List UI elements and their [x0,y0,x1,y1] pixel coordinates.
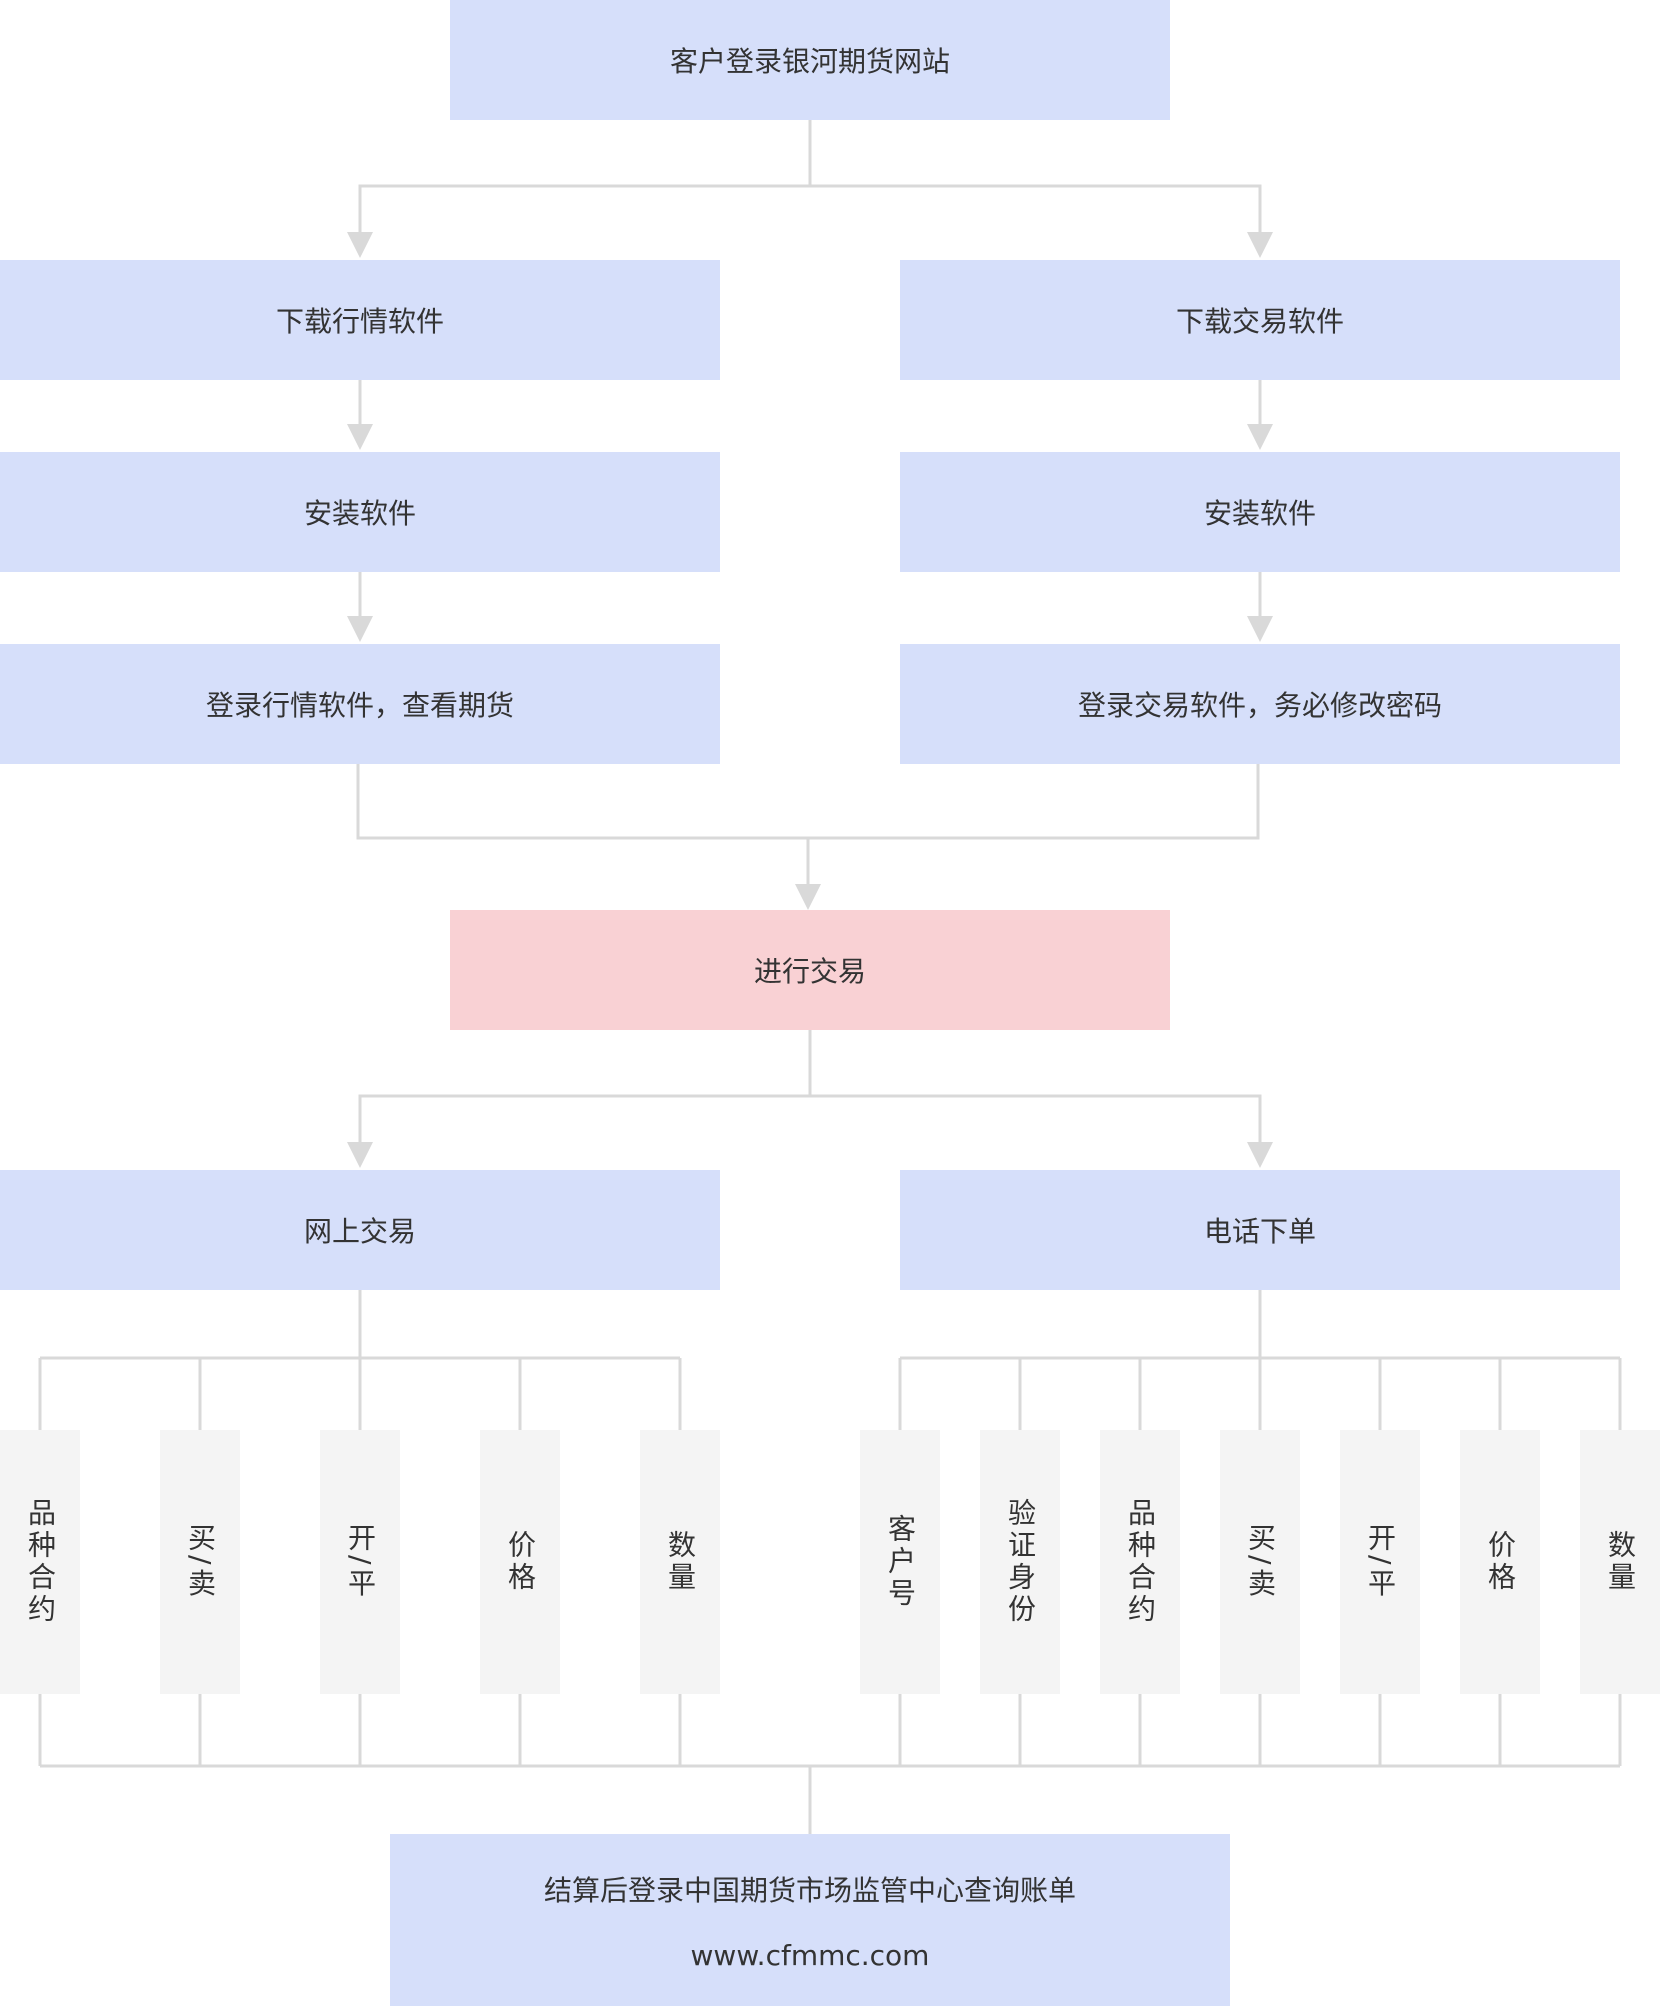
node-download-trade-label: 下载交易软件 [1175,305,1344,338]
phone-item: 客户号 [860,1430,940,1694]
phone-item: 买/卖 [1220,1430,1300,1694]
phone-item-label: 数量 [1604,1530,1637,1594]
node-install-trade-label: 安装软件 [1203,497,1316,530]
phone-item: 数量 [1580,1430,1660,1694]
node-online-trade-label: 网上交易 [303,1215,416,1248]
connector-top-split-right [810,184,1262,232]
node-trade: 进行交易 [450,910,1170,1030]
node-final-url: www.cfmmc.com [690,1938,930,1972]
connector-trade-split-right [810,1094,1262,1142]
phone-item-label: 开/平 [1364,1523,1397,1601]
online-item: 开/平 [320,1430,400,1694]
online-item: 价格 [480,1430,560,1694]
online-item: 数量 [640,1430,720,1694]
node-login-market-label: 登录行情软件，查看期货 [205,689,514,722]
node-login-site-label: 客户登录银河期货网站 [669,45,950,78]
node-login-market: 登录行情软件，查看期货 [0,644,720,764]
connector-trade-split [358,1030,812,1142]
online-item-label: 品种合约 [24,1498,57,1626]
node-trade-label: 进行交易 [753,955,866,988]
phone-item-label: 买/卖 [1244,1523,1277,1601]
node-download-trade: 下载交易软件 [900,260,1620,380]
phone-item-label: 客户号 [884,1514,917,1610]
node-download-market: 下载行情软件 [0,260,720,380]
online-item-label: 买/卖 [184,1523,217,1601]
node-install-market: 安装软件 [0,452,720,572]
arrowheads [347,232,1273,1168]
phone-item: 验证身份 [980,1430,1060,1694]
online-item: 品种合约 [0,1430,80,1694]
phone-item: 品种合约 [1100,1430,1180,1694]
phone-item: 开/平 [1340,1430,1420,1694]
node-final: 结算后登录中国期货市场监管中心查询账单 www.cfmmc.com [390,1834,1230,2006]
node-download-market-label: 下载行情软件 [275,305,444,338]
phone-item-label: 品种合约 [1124,1498,1157,1626]
online-item-label: 数量 [664,1530,697,1594]
connector-top-split [358,120,812,232]
node-phone-order-label: 电话下单 [1203,1215,1316,1248]
phone-item-label: 价格 [1484,1530,1517,1594]
node-login-trade: 登录交易软件，务必修改密码 [900,644,1620,764]
online-item-label: 价格 [504,1530,537,1594]
node-login-trade-label: 登录交易软件，务必修改密码 [1077,689,1442,722]
node-final-label: 结算后登录中国期货市场监管中心查询账单 [543,1873,1076,1907]
node-login-site: 客户登录银河期货网站 [450,0,1170,120]
phone-item: 价格 [1460,1430,1540,1694]
node-online-trade: 网上交易 [0,1170,720,1290]
node-phone-order: 电话下单 [900,1170,1620,1290]
online-item: 买/卖 [160,1430,240,1694]
connector-merge [356,764,1260,840]
online-item-label: 开/平 [344,1523,377,1601]
phone-item-label: 验证身份 [1004,1498,1037,1626]
node-install-market-label: 安装软件 [303,497,416,530]
node-install-trade: 安装软件 [900,452,1620,572]
